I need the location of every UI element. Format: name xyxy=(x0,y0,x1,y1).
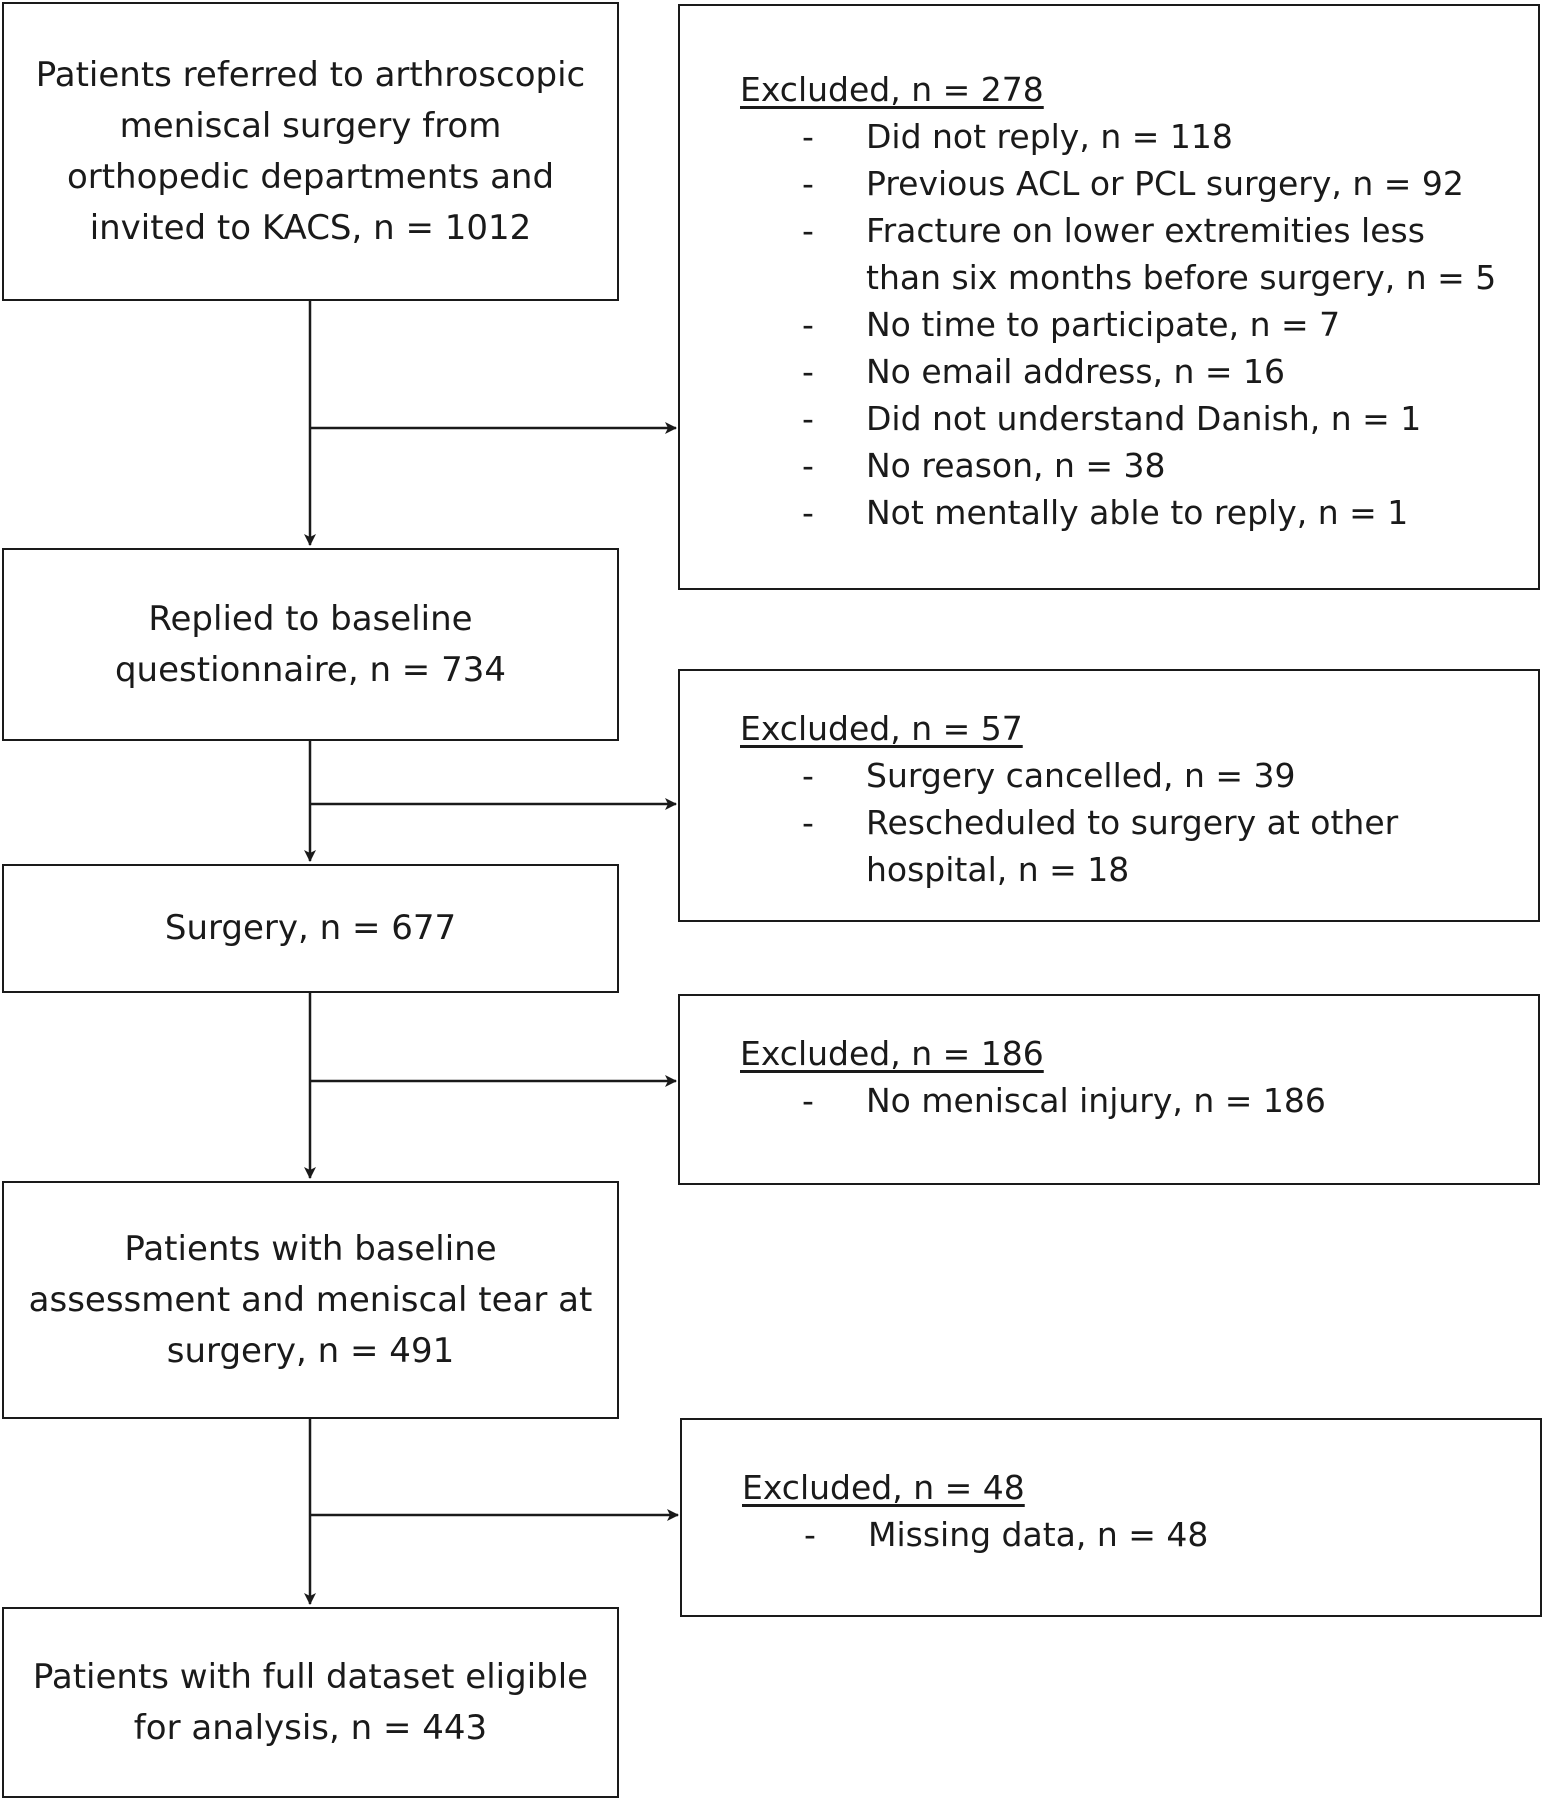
step-box-surgery: Surgery, n = 677 xyxy=(2,864,619,993)
exclusion-item: - No time to participate, n = 7 xyxy=(740,301,1538,348)
exclusion-item: - No email address, n = 16 xyxy=(740,348,1538,395)
exclusion-item-text: No reason, n = 38 xyxy=(866,446,1166,485)
exclusion-box-4: Excluded, n = 48 - Missing data, n = 48 xyxy=(680,1418,1542,1617)
step-box-meniscal-tear: Patients with baseline assessment and me… xyxy=(2,1181,619,1419)
step-text-line: orthopedic departments and xyxy=(66,156,555,197)
dash-bullet: - xyxy=(802,1081,814,1120)
exclusion-item: - Fracture on lower extremities less than… xyxy=(740,207,1538,301)
exclusion-item-text: Surgery cancelled, n = 39 xyxy=(866,756,1296,795)
exclusion-item: - Surgery cancelled, n = 39 xyxy=(740,752,1538,799)
exclusion-item-text: Previous ACL or PCL surgery, n = 92 xyxy=(866,164,1464,203)
dash-bullet: - xyxy=(802,211,814,250)
exclusion-item: - Missing data, n = 48 xyxy=(742,1511,1540,1558)
exclusion-list: - Missing data, n = 48 xyxy=(742,1511,1540,1558)
dash-bullet: - xyxy=(802,493,814,532)
dash-bullet: - xyxy=(802,164,814,203)
exclusion-header: Excluded, n = 278 xyxy=(740,70,1044,109)
exclusion-item-text: No meniscal injury, n = 186 xyxy=(866,1081,1326,1120)
dash-bullet: - xyxy=(802,305,814,344)
exclusion-item-text: Not mentally able to reply, n = 1 xyxy=(866,493,1409,532)
exclusion-list: - Did not reply, n = 118 - Previous ACL or… xyxy=(740,113,1538,536)
dash-bullet: - xyxy=(804,1515,816,1554)
exclusion-item-text: Rescheduled to surgery at other hospital… xyxy=(866,803,1399,889)
step-text-line: Replied to baseline xyxy=(148,598,473,639)
exclusion-item-text: Fracture on lower extremities less than … xyxy=(866,211,1497,297)
exclusion-box-2: Excluded, n = 57 - Surgery cancelled, n =… xyxy=(678,669,1540,922)
step-text-line: Patients with full dataset eligible xyxy=(32,1656,589,1697)
step-box-replied: Replied to baseline questionnaire, n = 7… xyxy=(2,548,619,741)
step-text-line: surgery, n = 491 xyxy=(166,1330,455,1371)
exclusion-item-text: Did not reply, n = 118 xyxy=(866,117,1233,156)
exclusion-header: Excluded, n = 57 xyxy=(740,709,1023,748)
exclusion-list: - No meniscal injury, n = 186 xyxy=(740,1077,1538,1124)
exclusion-item: - No meniscal injury, n = 186 xyxy=(740,1077,1538,1124)
exclusion-item-text: No time to participate, n = 7 xyxy=(866,305,1341,344)
dash-bullet: - xyxy=(802,803,814,842)
exclusion-header: Excluded, n = 186 xyxy=(740,1034,1044,1073)
dash-bullet: - xyxy=(802,399,814,438)
exclusion-item-text: Did not understand Danish, n = 1 xyxy=(866,399,1422,438)
exclusion-item: - Did not reply, n = 118 xyxy=(740,113,1538,160)
dash-bullet: - xyxy=(802,756,814,795)
step-text-line: Patients with baseline xyxy=(124,1228,497,1269)
dash-bullet: - xyxy=(802,117,814,156)
exclusion-item-text: No email address, n = 16 xyxy=(866,352,1286,391)
exclusion-item: - Not mentally able to reply, n = 1 xyxy=(740,489,1538,536)
step-text-line: Surgery, n = 677 xyxy=(164,908,457,948)
exclusion-item: - Did not understand Danish, n = 1 xyxy=(740,395,1538,442)
exclusion-box-3: Excluded, n = 186 - No meniscal injury, n… xyxy=(678,994,1540,1185)
step-text-line: questionnaire, n = 734 xyxy=(114,649,507,690)
step-box-referred: Patients referred to arthroscopic menisc… xyxy=(2,2,619,301)
dash-bullet: - xyxy=(802,352,814,391)
step-text-line: invited to KACS, n = 1012 xyxy=(89,207,532,248)
exclusion-item: - Rescheduled to surgery at other hospita… xyxy=(740,799,1538,893)
exclusion-item: - Previous ACL or PCL surgery, n = 92 xyxy=(740,160,1538,207)
exclusion-header: Excluded, n = 48 xyxy=(742,1468,1025,1507)
exclusion-item-text: Missing data, n = 48 xyxy=(868,1515,1209,1554)
exclusion-box-1: Excluded, n = 278 - Did not reply, n = 11… xyxy=(678,4,1540,590)
step-text-line: assessment and meniscal tear at xyxy=(28,1279,593,1320)
step-text-line: meniscal surgery from xyxy=(119,105,502,146)
exclusion-list: - Surgery cancelled, n = 39 - Rescheduled … xyxy=(740,752,1538,893)
step-box-final-dataset: Patients with full dataset eligible for … xyxy=(2,1607,619,1798)
dash-bullet: - xyxy=(802,446,814,485)
exclusion-item: - No reason, n = 38 xyxy=(740,442,1538,489)
step-text-line: Patients referred to arthroscopic xyxy=(35,54,586,95)
step-text-line: for analysis, n = 443 xyxy=(133,1707,488,1748)
